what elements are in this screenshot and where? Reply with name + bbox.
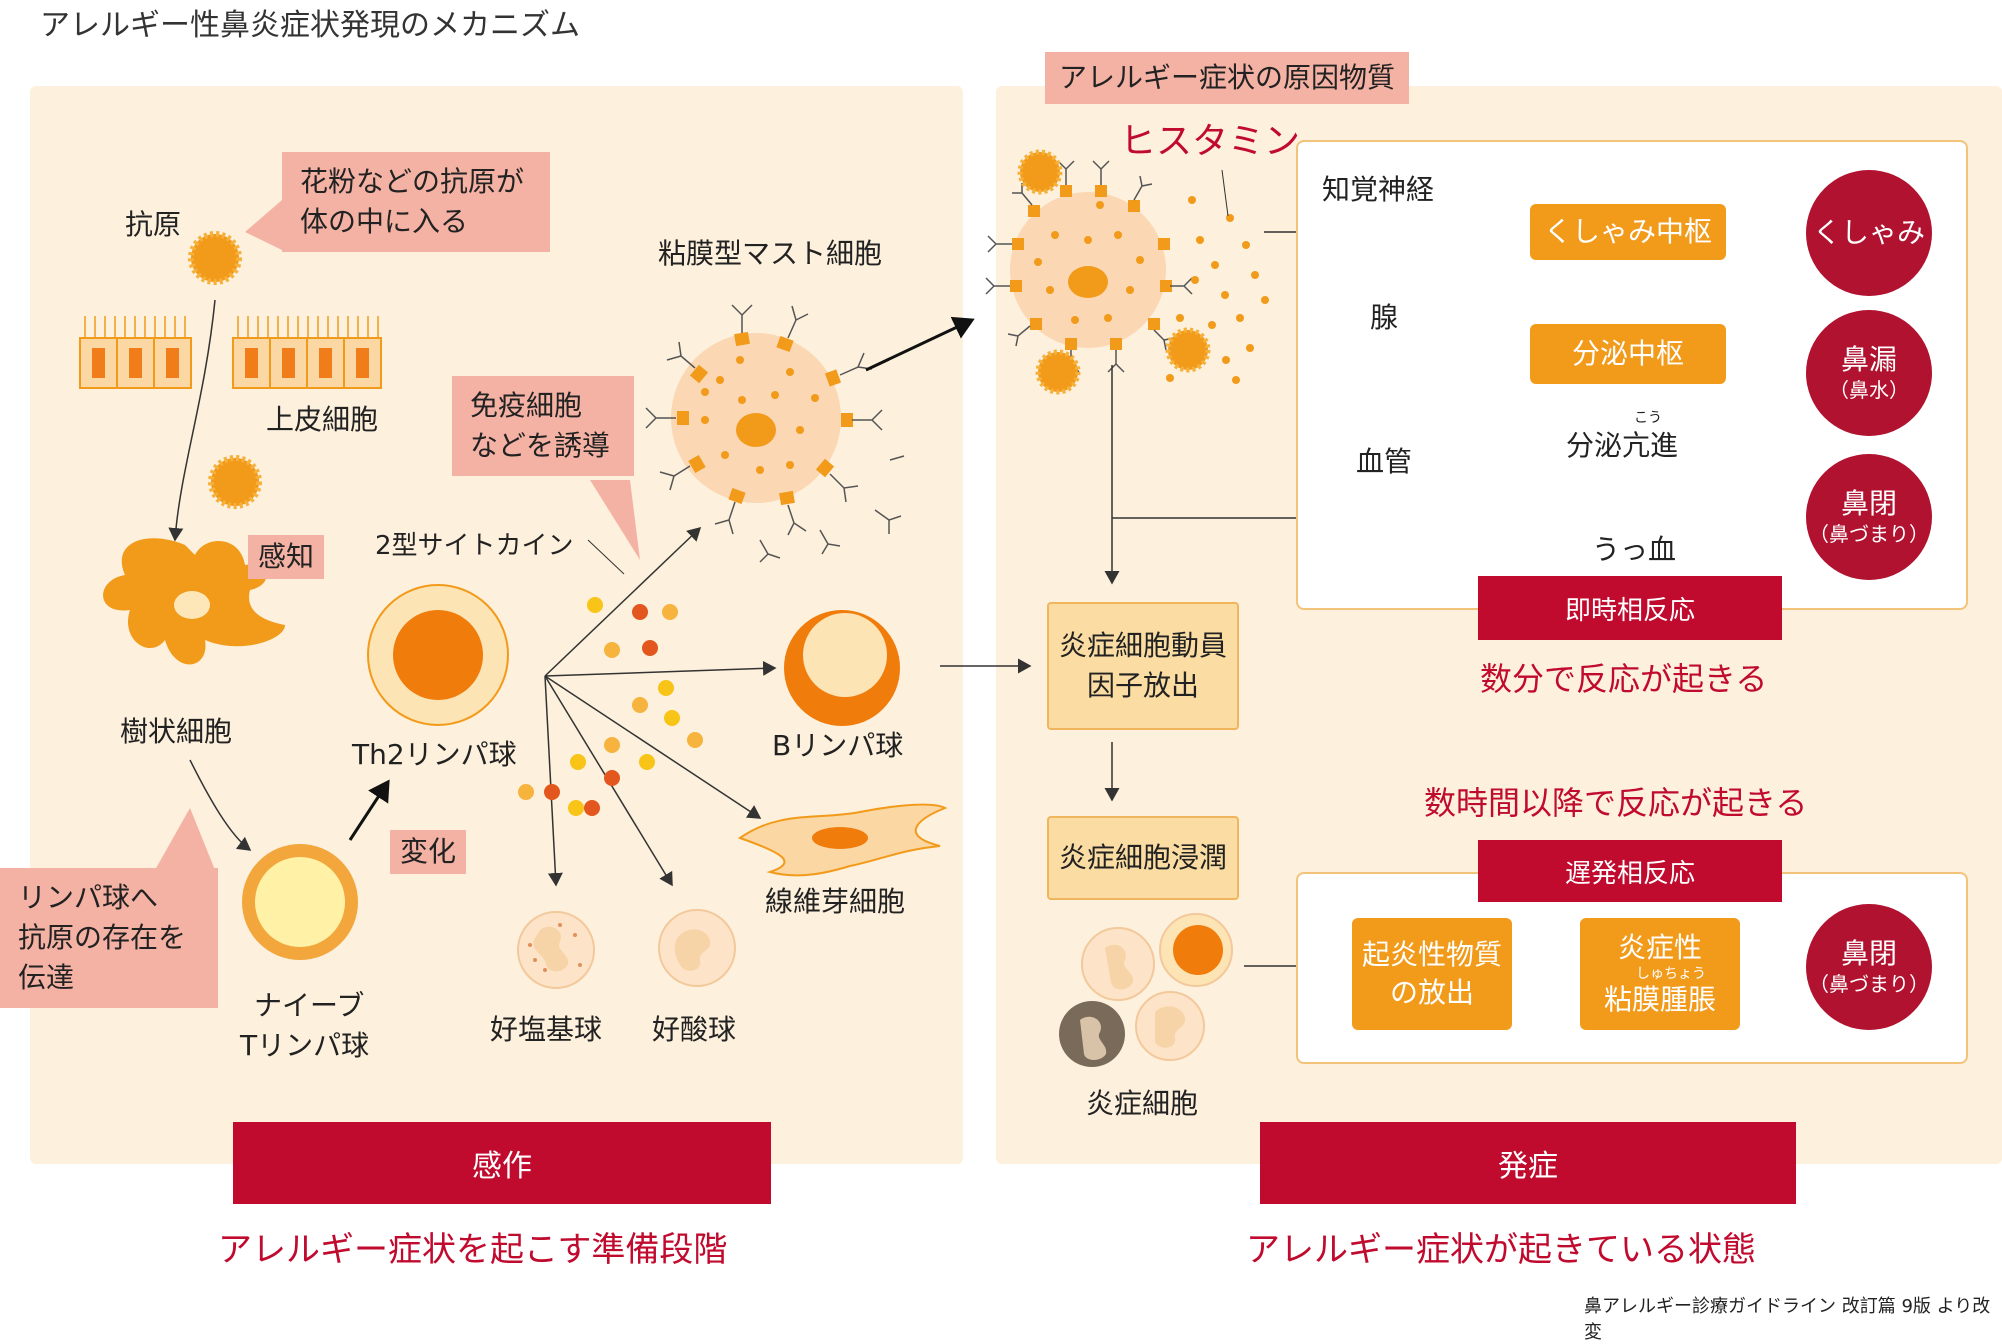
secretion-up-ruby: こう: [1634, 410, 1662, 426]
sensitization-bar: 感作: [233, 1122, 771, 1204]
lymph-callout-line2: 抗原の存在を: [18, 921, 187, 954]
mucosa-swelling-ruby: しゅちょう: [1636, 966, 1706, 982]
secretion-up-label: 分泌亢進: [1566, 429, 1679, 462]
cause-header: アレルギー症状の原因物質: [1045, 52, 1410, 104]
late-caption: 数時間以降で反応が起きる: [1424, 784, 1808, 822]
th2-lymphocyte-icon: [367, 584, 509, 726]
fibro-label: 線維芽細胞: [765, 885, 906, 918]
epithelial-nuclei: [92, 348, 369, 378]
antigen-pollen-icon: [208, 455, 262, 509]
sneeze-center-box: くしゃみ中枢: [1530, 204, 1726, 260]
epithelial-label: 上皮細胞: [266, 403, 379, 436]
immune-callout-line1: 免疫細胞: [470, 389, 583, 422]
antigen-pollen-icon: [188, 231, 242, 285]
immune-callout: 免疫細胞 などを誘導: [452, 376, 634, 476]
naive-label-line1: ナイーブ: [254, 989, 365, 1022]
naive-t-lymphocyte-icon: [242, 844, 358, 960]
infiltrate-box: 炎症細胞浸潤: [1047, 816, 1239, 900]
blockage-text: 鼻閉: [1840, 487, 1897, 520]
vessel-label: 血管: [1356, 445, 1413, 478]
inflam-cells-label: 炎症細胞: [1086, 1087, 1199, 1120]
sensitization-caption: アレルギー症状を起こす準備段階: [218, 1230, 728, 1270]
congestion-label: うっ血: [1592, 533, 1677, 566]
sneeze-circle: くしゃみ: [1806, 170, 1932, 296]
sneeze-text: くしゃみ: [1812, 216, 1925, 249]
inflammatory-cells-icon: [1059, 913, 1233, 1067]
dendritic-to-naive-arrow: [189, 759, 252, 851]
eosinophil-icon: [658, 909, 736, 987]
mucosa-swelling-box: 炎症性 しゅちょう 粘膜腫脹: [1580, 918, 1740, 1030]
immediate-caption: 数分で反応が起きる: [1480, 660, 1768, 698]
mucosa-swelling-bottom: 粘膜腫脹: [1603, 983, 1716, 1016]
antigen-arrow: [168, 299, 216, 542]
cytokine-dots: [518, 597, 703, 816]
mucosa-swelling-top: 炎症性: [1617, 931, 1702, 964]
lymph-callout-line3: 伝達: [18, 961, 75, 994]
blockage2-sub: （鼻づまり）: [1809, 972, 1929, 996]
cytokine-leader: [587, 539, 625, 575]
antigen-label: 抗原: [125, 208, 182, 241]
th2-label: Th2リンパ球: [352, 738, 517, 771]
blockage-sub: （鼻づまり）: [1809, 522, 1929, 546]
mast-to-histamine-arrow: [865, 316, 975, 372]
onset-caption: アレルギー症状が起きている状態: [1246, 1230, 1756, 1270]
sensory-nerve-label: 知覚神経: [1322, 173, 1435, 206]
immune-callout-pointer: [590, 480, 640, 560]
mast-cell-icon: [645, 304, 905, 563]
dendritic-label: 樹状細胞: [120, 715, 233, 748]
rhinorrhea-text: 鼻漏: [1840, 343, 1897, 376]
blockage2-text: 鼻閉: [1840, 937, 1897, 970]
rhinorrhea-sub: （鼻水）: [1829, 378, 1909, 402]
antigen-callout-line2: 体の中に入る: [300, 205, 469, 238]
inflam-release-line1: 起炎性物質: [1361, 938, 1502, 971]
mast-label: 粘膜型マスト細胞: [658, 237, 883, 270]
immediate-bar: 即時相反応: [1478, 576, 1782, 640]
page-title: アレルギー性鼻炎症状発現のメカニズム: [40, 8, 580, 43]
lymph-callout-pointer: [155, 808, 215, 870]
lymph-callout-line1: リンパ球へ: [18, 881, 159, 914]
histamine-mast-cell-icon: [985, 149, 1269, 395]
change-label: 変化: [390, 830, 467, 874]
naive-to-th2-arrow: [348, 779, 390, 841]
histamine-label: ヒスタミン: [1120, 121, 1301, 162]
secretion-center-box: 分泌中枢: [1530, 324, 1726, 384]
fibroblast-icon: [737, 803, 948, 877]
lymph-callout: リンパ球へ 抗原の存在を 伝達: [0, 868, 218, 1008]
basophil-icon: [517, 911, 595, 989]
baso-label: 好塩基球: [490, 1013, 603, 1046]
blockage-circle: 鼻閉 （鼻づまり）: [1806, 454, 1932, 580]
inflam-release-box: 起炎性物質 の放出: [1352, 918, 1512, 1030]
gland-label: 腺: [1370, 301, 1399, 334]
cytokine-label: 2型サイトカイン: [375, 531, 574, 561]
late-bar: 遅発相反応: [1478, 840, 1782, 902]
source-note: 鼻アレルギー診療ガイドライン 改訂篇 9版 より改変: [1584, 1296, 1991, 1343]
eos-label: 好酸球: [652, 1013, 737, 1046]
onset-bar: 発症: [1260, 1122, 1796, 1204]
histamine-leader: [1221, 169, 1229, 217]
mobilize-line1: 炎症細胞動員: [1058, 629, 1227, 662]
dendritic-cell-icon: [103, 538, 286, 665]
immune-callout-line2: などを誘導: [470, 429, 611, 462]
antigen-callout-pointer: [245, 200, 282, 250]
b-label: Bリンパ球: [772, 729, 904, 762]
antigen-callout-line1: 花粉などの抗原が: [300, 165, 525, 198]
b-lymphocyte-icon: [784, 610, 900, 726]
mobilize-line2: 因子放出: [1086, 669, 1199, 702]
mobilize-box: 炎症細胞動員 因子放出: [1047, 602, 1239, 730]
inflam-release-line2: の放出: [1389, 976, 1474, 1009]
naive-label-line2: Tリンパ球: [240, 1029, 370, 1062]
epithelial-cells-icon: [79, 337, 382, 389]
rhinorrhea-circle: 鼻漏 （鼻水）: [1806, 310, 1932, 436]
blockage2-circle: 鼻閉 （鼻づまり）: [1806, 904, 1932, 1030]
sensing-label: 感知: [248, 535, 325, 579]
cytokine-arrows: [544, 526, 777, 887]
epithelial-cilia: [84, 316, 379, 338]
antigen-callout: 花粉などの抗原が 体の中に入る: [282, 152, 550, 252]
